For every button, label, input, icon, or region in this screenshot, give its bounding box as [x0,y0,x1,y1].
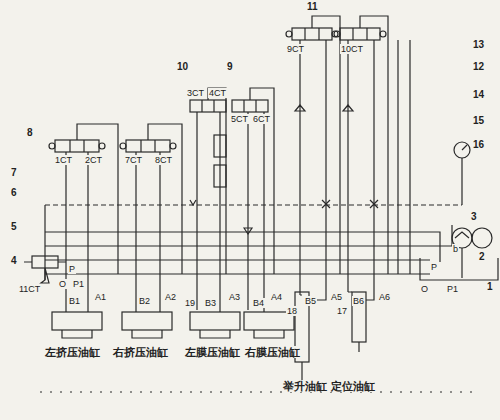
port-label: B1 [68,296,81,306]
port-label: B2 [138,296,151,306]
port-label: 19 [184,298,196,308]
cylinder-name: 定位油缸 [330,380,376,392]
callout-number: 10 [176,62,189,72]
port-label: A5 [330,292,343,302]
port-label: A6 [378,292,391,302]
port-label: b [452,244,459,254]
cylinder-name: 举升油缸 [282,380,328,392]
port-label: A1 [94,292,107,302]
port-label: A3 [228,292,241,302]
port-label: 18 [286,306,298,316]
callout-number: 5 [10,222,18,232]
callout-number: 4 [10,256,18,266]
solenoid-label: 4CT [208,88,227,98]
callout-number: 6 [10,188,18,198]
callout-number: 12 [472,62,485,72]
cylinder-name: 左膜压油缸 [184,346,241,358]
callout-number: 9 [226,62,234,72]
port-label: B6 [352,296,365,306]
callout-number: 3 [470,212,478,222]
callout-number: 7 [10,168,18,178]
callout-number: 8 [26,128,34,138]
solenoid-label: 11CT [18,284,41,294]
callout-number: 14 [472,90,485,100]
solenoid-label: 2CT [84,155,103,165]
port-label: P [430,262,438,272]
port-label: P1 [72,279,85,289]
callout-number: 15 [472,116,485,126]
callout-number: 1 [486,282,494,292]
cylinder-name: 右挤压油缸 [112,346,169,358]
port-label: A2 [164,292,177,302]
solenoid-label: 5CT [230,114,249,124]
port-label: A4 [270,292,283,302]
port-label: B3 [204,298,217,308]
solenoid-label: 7CT [124,155,143,165]
port-label: 17 [336,306,348,316]
cylinder-name: 左挤压油缸 [44,346,101,358]
port-label: B5 [304,296,317,306]
callout-number: 16 [472,140,485,150]
solenoid-label: 10CT [340,44,364,54]
port-label: O [420,284,429,294]
port-label: P [68,264,76,274]
port-label: P1 [446,284,459,294]
callout-number: 13 [472,40,485,50]
callout-number: 11 [306,2,319,12]
solenoid-label: 3CT [186,88,205,98]
callout-number: 2 [478,252,486,262]
port-label: O [58,279,67,289]
solenoid-label: 1CT [54,155,73,165]
solenoid-label: 9CT [286,44,305,54]
solenoid-label: 8CT [154,155,173,165]
cylinder-name: 右膜压油缸 [244,346,301,358]
port-label: B4 [252,298,265,308]
solenoid-label: 6CT [252,114,271,124]
